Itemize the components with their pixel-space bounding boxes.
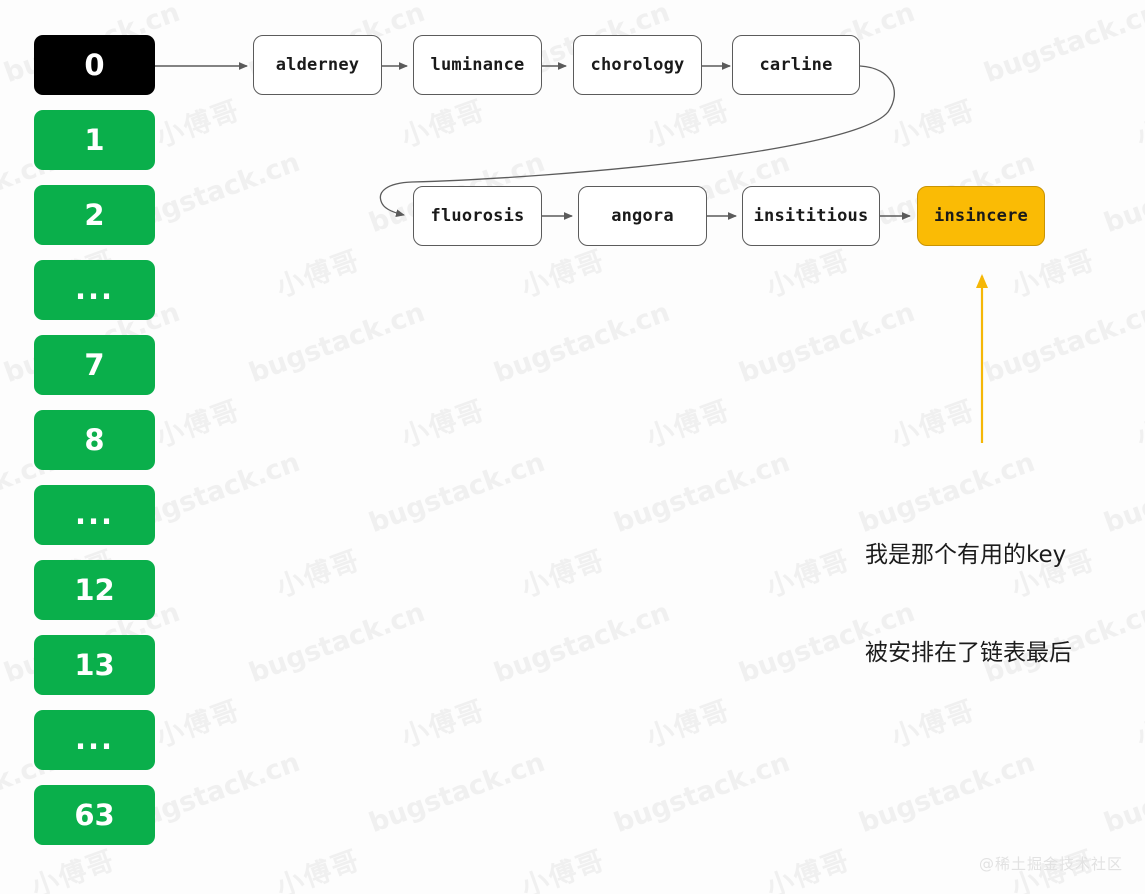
watermark-text: 小傅哥 [762,844,855,894]
watermark-text: 小傅哥 [25,0,120,5]
watermark-text: 小傅哥 [517,544,610,604]
watermark-text: 小傅哥 [397,94,490,154]
bucket-slot-label: 8 [84,423,105,457]
watermark-text: 小傅哥 [272,844,365,894]
chain-node-label: chorology [590,55,685,75]
chain-node-chorology[interactable]: chorology [573,35,702,95]
bucket-slot-label: 63 [74,798,115,832]
watermark-text: bugstack.cn [1100,746,1145,840]
chain-node-insincere[interactable]: insincere [917,186,1045,246]
chain-node-alderney[interactable]: alderney [253,35,382,95]
bucket-slot-label: 1 [84,123,105,157]
bucket-slot-label: 7 [84,348,105,382]
bucket-slot-label: ... [74,272,115,307]
annotation-line-2: 被安排在了链表最后 [865,640,1072,667]
watermark-text: 小傅哥 [152,94,245,154]
watermark-text: bugstack.cn [610,746,795,840]
chain-node-label: luminance [430,55,525,75]
chain-node-luminance[interactable]: luminance [413,35,542,95]
watermark-text: 小傅哥 [1132,694,1145,754]
bucket-slot-13[interactable]: 13 [34,635,155,695]
chain-node-label: insititious [753,206,869,226]
bucket-slot-ellipsis-6[interactable]: ... [34,485,155,545]
watermark-text: 小傅哥 [760,0,855,5]
watermark-text: bugstack.cn [980,0,1145,90]
bucket-slot-1[interactable]: 1 [34,110,155,170]
chain-node-label: fluorosis [430,206,525,226]
watermark-text: bugstack.cn [490,296,675,390]
chain-node-insititious[interactable]: insititious [742,186,880,246]
watermark-text: bugstack.cn [1100,446,1145,540]
watermark-text: bugstack.cn [245,296,430,390]
watermark-text: 小傅哥 [1005,0,1100,5]
chain-node-label: insincere [934,206,1028,226]
watermark-text: 小傅哥 [642,94,735,154]
bucket-slot-ellipsis-9[interactable]: ... [34,710,155,770]
bucket-slot-label: 2 [84,198,105,232]
watermark-text: 小傅哥 [152,394,245,454]
bucket-slot-label: ... [74,497,115,532]
bucket-slot-7[interactable]: 7 [34,335,155,395]
bucket-slot-label: ... [74,722,115,757]
bucket-slot-label: 13 [74,648,115,682]
watermark-text: 小傅哥 [270,0,365,5]
chain-node-label: angora [611,206,674,226]
bucket-slot-ellipsis-3[interactable]: ... [34,260,155,320]
watermark-text: bugstack.cn [610,446,795,540]
chain-node-label: alderney [275,55,360,75]
bucket-slot-12[interactable]: 12 [34,560,155,620]
watermark-text: bugstack.cn [1100,146,1145,240]
watermark-text: 小傅哥 [27,844,120,894]
watermark-text: bugstack.cn [365,446,550,540]
watermark-text: 小傅哥 [515,0,610,5]
chain-node-label: carline [759,55,833,75]
watermark-text: 小傅哥 [397,394,490,454]
watermark-text: bugstack.cn [980,296,1145,390]
bucket-slot-63[interactable]: 63 [34,785,155,845]
watermark-text: 小傅哥 [642,394,735,454]
bucket-slot-8[interactable]: 8 [34,410,155,470]
bucket-slot-label: 0 [84,48,105,82]
watermark-text: 小傅哥 [1132,94,1145,154]
watermark-text: 小傅哥 [762,244,855,304]
watermark-text: bugstack.cn [735,296,920,390]
watermark-text: 小傅哥 [152,694,245,754]
watermark-text: 小傅哥 [272,544,365,604]
watermark-text: bugstack.cn [855,746,1040,840]
bucket-slot-label: 12 [74,573,115,607]
chain-node-fluorosis[interactable]: fluorosis [413,186,542,246]
watermark-text: 小傅哥 [517,844,610,894]
source-credit: @稀土掘金技术社区 [978,855,1123,873]
watermark-text: 小傅哥 [642,694,735,754]
watermark-text: 小傅哥 [1132,394,1145,454]
chain-node-carline[interactable]: carline [732,35,860,95]
watermark-text: 小傅哥 [762,544,855,604]
watermark-text: bugstack.cn [365,746,550,840]
annotation-line-1: 我是那个有用的key [865,542,1067,569]
chain-node-angora[interactable]: angora [578,186,707,246]
watermark-text: 小傅哥 [887,94,980,154]
watermark-text: 小傅哥 [887,394,980,454]
watermark-text: 小傅哥 [517,244,610,304]
watermark-text: 小傅哥 [1007,244,1100,304]
watermark-text: 小傅哥 [272,244,365,304]
watermark-text: bugstack.cn [245,596,430,690]
watermark-text: 小傅哥 [397,694,490,754]
bucket-slot-2[interactable]: 2 [34,185,155,245]
annotation-text: 我是那个有用的key 被安排在了链表最后 [865,474,1072,735]
watermark-text: bugstack.cn [490,596,675,690]
bucket-slot-0[interactable]: 0 [34,35,155,95]
